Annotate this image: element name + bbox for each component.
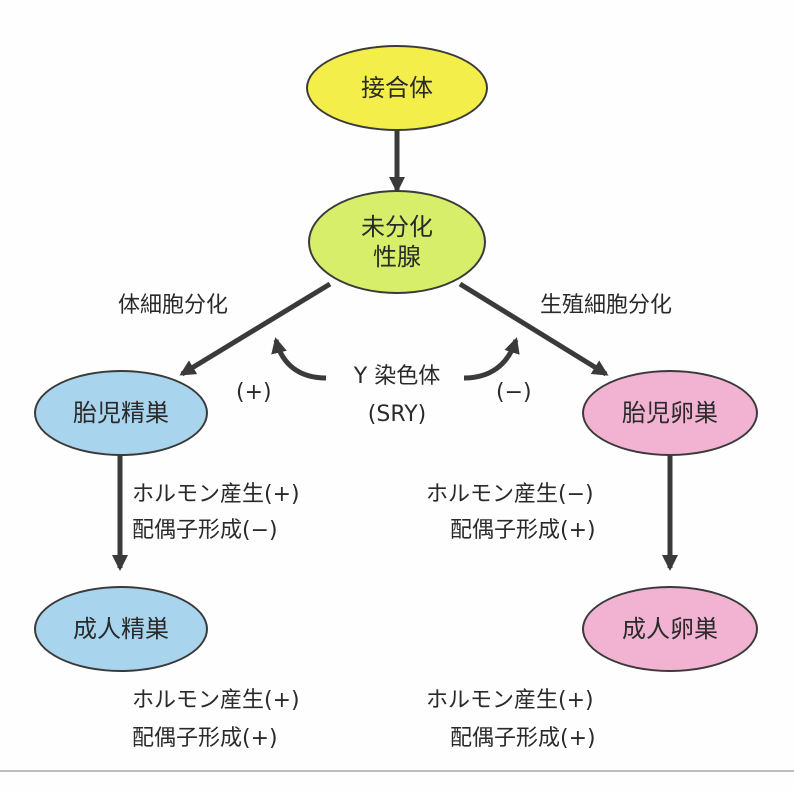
adult-testis-hormone: ホルモン産生(+): [132, 688, 300, 713]
label-germ-cell-differentiation: 生殖細胞分化: [540, 293, 673, 318]
node-fetal-ovary-label: 胎児卵巣: [622, 399, 718, 427]
fetal-ovary-hormone: ホルモン産生(−): [426, 482, 594, 507]
label-y-chromosome: Y 染色体: [353, 364, 441, 389]
node-adult-ovary-label: 成人卵巣: [622, 615, 718, 643]
arrow-y-to-ovary: [463, 337, 520, 381]
node-adult-testis-label: 成人精巣: [73, 615, 169, 643]
label-plus-testis: (+): [236, 380, 272, 405]
fetal-ovary-gamete: 配偶子形成(+): [450, 518, 596, 543]
node-undiff-label-1: 未分化: [361, 213, 433, 241]
label-minus-ovary: (−): [496, 380, 532, 405]
node-zygote: 接合体: [306, 45, 488, 131]
node-undiff-label-2: 性腺: [373, 243, 421, 271]
node-fetal-ovary: 胎児卵巣: [582, 370, 758, 456]
adult-ovary-hormone: ホルモン産生(+): [426, 688, 594, 713]
node-fetal-testis-label: 胎児精巣: [73, 399, 169, 427]
label-somatic-differentiation: 体細胞分化: [118, 293, 229, 318]
arrow-y-to-testis: [271, 337, 327, 381]
bottom-rule: [0, 770, 794, 772]
node-undifferentiated-gonad: 未分化 性腺: [308, 190, 486, 294]
adult-testis-gamete: 配偶子形成(+): [132, 726, 278, 751]
node-zygote-label: 接合体: [361, 74, 433, 102]
arrow-undiff-to-fetal-testis: [179, 281, 332, 377]
fetal-testis-gamete: 配偶子形成(−): [132, 518, 278, 543]
node-adult-testis: 成人精巣: [34, 586, 208, 672]
label-sry: (SRY): [367, 402, 427, 427]
node-fetal-testis: 胎児精巣: [34, 370, 208, 456]
node-adult-ovary: 成人卵巣: [582, 586, 758, 672]
fetal-testis-hormone: ホルモン産生(+): [132, 482, 300, 507]
adult-ovary-gamete: 配偶子形成(+): [450, 726, 596, 751]
arrow-undiff-to-fetal-ovary: [458, 281, 609, 377]
